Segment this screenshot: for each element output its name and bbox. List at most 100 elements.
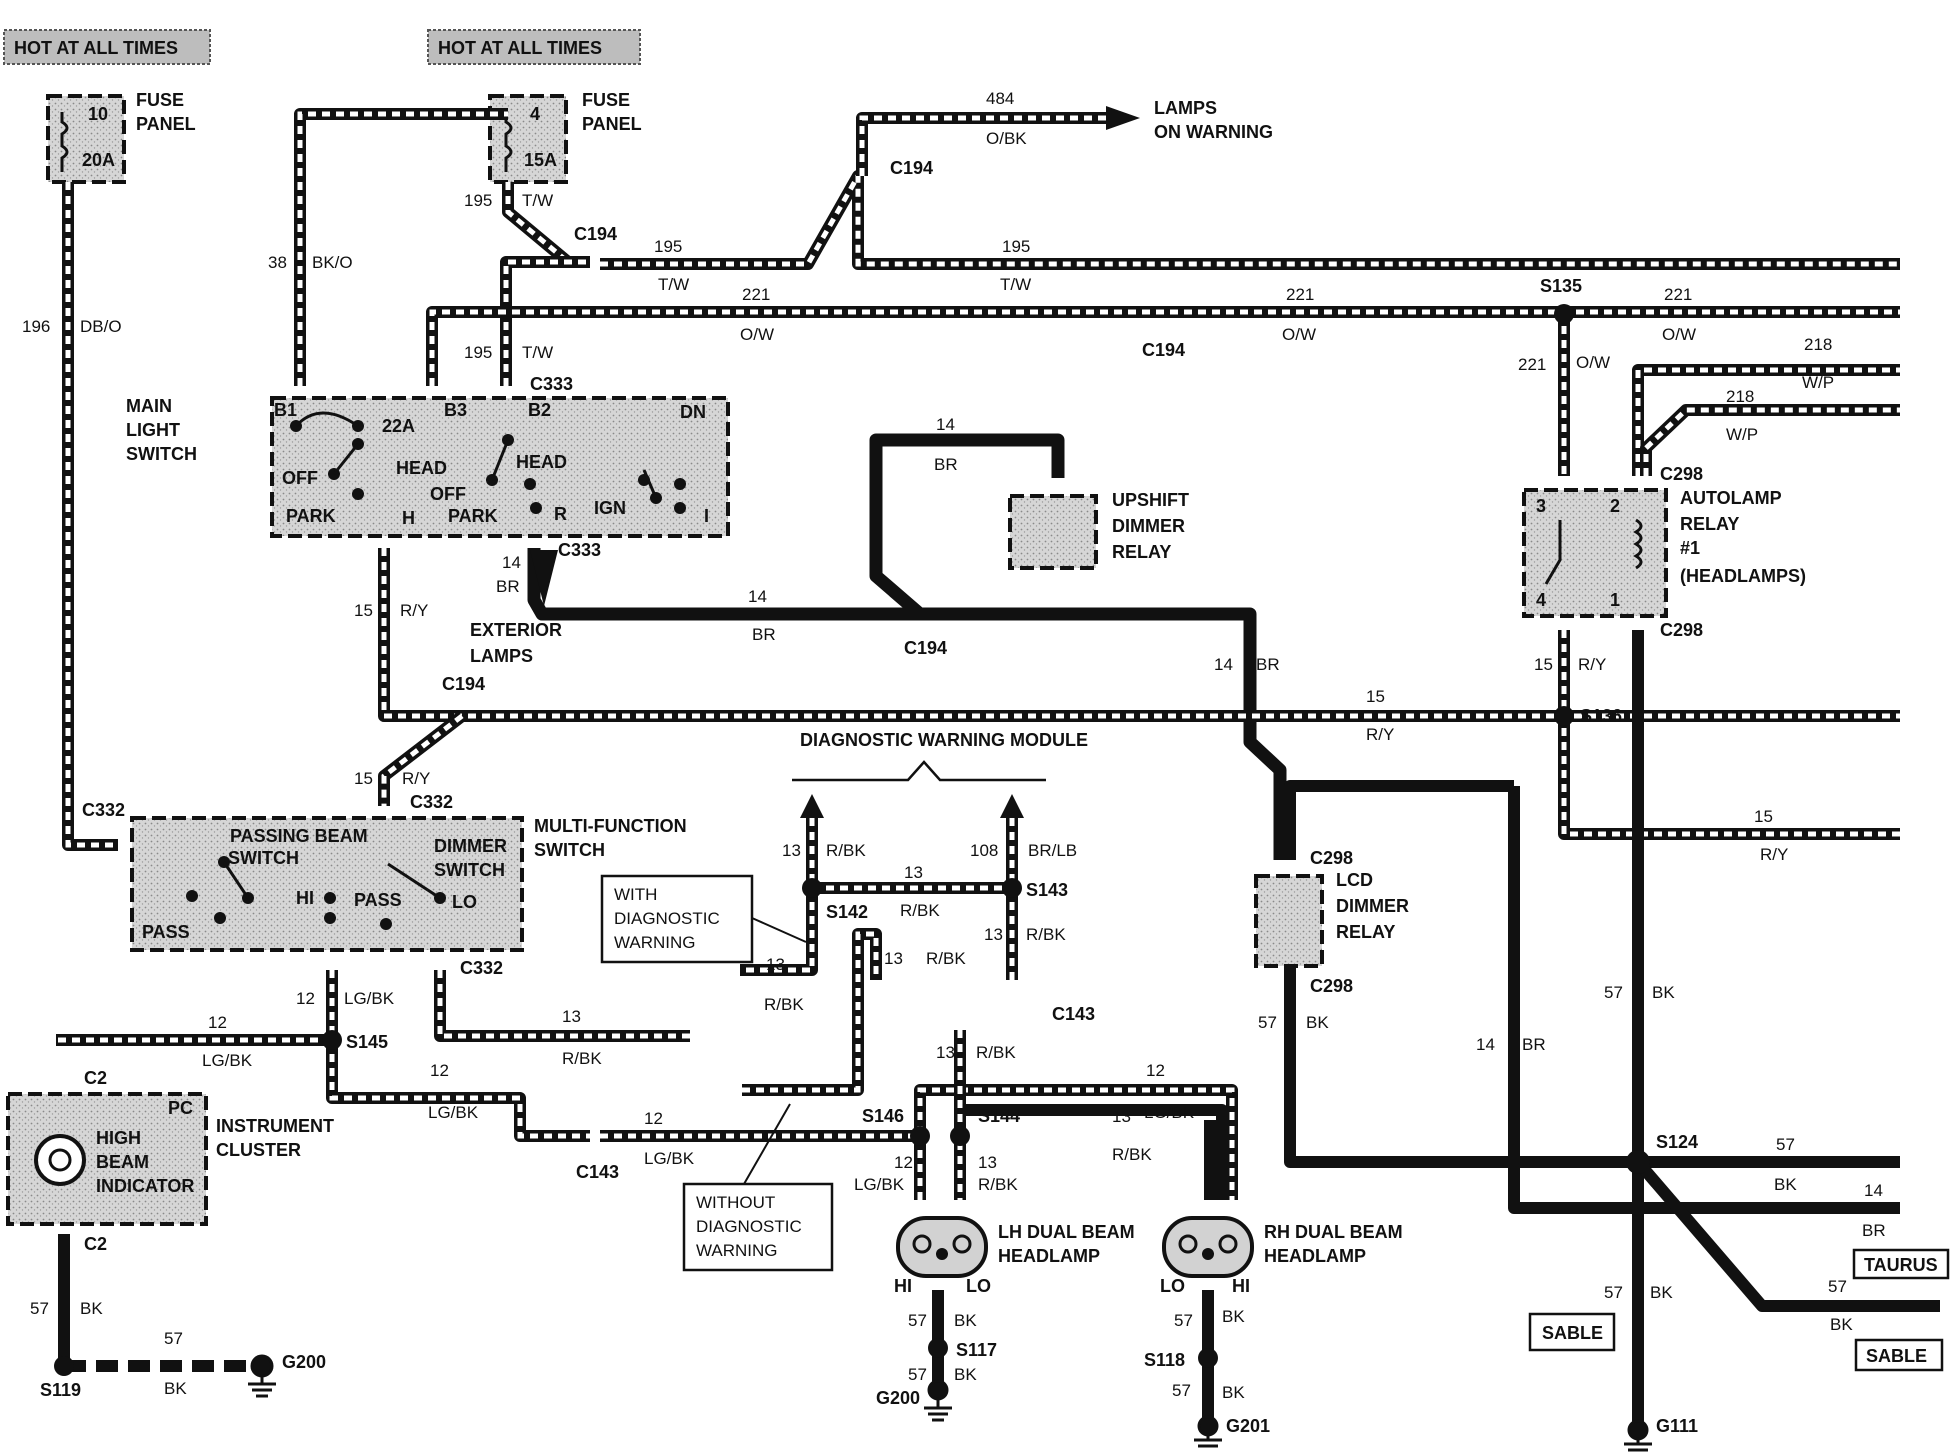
svg-text:12: 12 bbox=[296, 989, 315, 1008]
svg-text:R/BK: R/BK bbox=[1112, 1145, 1152, 1164]
svg-text:57: 57 bbox=[1604, 1283, 1623, 1302]
svg-text:R/BK: R/BK bbox=[826, 841, 866, 860]
svg-text:BK: BK bbox=[1652, 983, 1675, 1002]
svg-text:RELAY: RELAY bbox=[1680, 514, 1739, 534]
arrow-lamps-warning bbox=[1106, 106, 1140, 130]
svg-text:BR: BR bbox=[1256, 655, 1280, 674]
svg-text:S119: S119 bbox=[40, 1380, 81, 1400]
lamps-on-warning-label: LAMPS ON WARNING bbox=[1154, 98, 1273, 142]
svg-text:PC: PC bbox=[168, 1098, 193, 1118]
svg-text:W/P: W/P bbox=[1802, 373, 1834, 392]
lcd-dimmer-relay: LCD DIMMER RELAY bbox=[1254, 870, 1409, 968]
svg-text:C298: C298 bbox=[1660, 620, 1703, 640]
svg-text:2: 2 bbox=[1610, 496, 1620, 516]
svg-text:T/W: T/W bbox=[522, 343, 553, 362]
svg-text:R/BK: R/BK bbox=[900, 901, 940, 920]
svg-text:EXTERIOR: EXTERIOR bbox=[470, 620, 562, 640]
svg-text:PASSING BEAM: PASSING BEAM bbox=[230, 826, 368, 846]
svg-text:13: 13 bbox=[766, 955, 785, 974]
svg-text:C332: C332 bbox=[82, 800, 125, 820]
svg-text:12: 12 bbox=[208, 1013, 227, 1032]
with-diagnostic-warning-note: WITH DIAGNOSTIC WARNING bbox=[600, 874, 807, 964]
svg-text:57: 57 bbox=[30, 1299, 49, 1318]
svg-text:S142: S142 bbox=[826, 902, 868, 922]
svg-text:BR: BR bbox=[496, 577, 520, 596]
svg-text:3: 3 bbox=[1536, 496, 1546, 516]
svg-text:SABLE: SABLE bbox=[1866, 1346, 1927, 1366]
svg-text:DIAGNOSTIC WARNING MODULE: DIAGNOSTIC WARNING MODULE bbox=[800, 730, 1088, 750]
svg-text:LG/BK: LG/BK bbox=[644, 1149, 695, 1168]
lh-headlamp: HI LO LH DUAL BEAM HEADLAMP bbox=[894, 1216, 1135, 1296]
svg-text:O/BK: O/BK bbox=[986, 129, 1027, 148]
svg-text:195: 195 bbox=[654, 237, 682, 256]
svg-text:SWITCH: SWITCH bbox=[228, 848, 299, 868]
svg-text:S136: S136 bbox=[1580, 706, 1622, 726]
svg-text:C332: C332 bbox=[460, 958, 503, 978]
svg-text:R/Y: R/Y bbox=[1578, 655, 1606, 674]
svg-text:C298: C298 bbox=[1310, 848, 1353, 868]
svg-text:BK: BK bbox=[164, 1379, 187, 1398]
svg-text:221: 221 bbox=[1664, 285, 1692, 304]
svg-text:195: 195 bbox=[1002, 237, 1030, 256]
svg-text:C298: C298 bbox=[1310, 976, 1353, 996]
badge-sable-1: SABLE bbox=[1528, 1312, 1616, 1352]
svg-text:20A: 20A bbox=[82, 150, 115, 170]
svg-text:T/W: T/W bbox=[1000, 275, 1031, 294]
svg-text:PASS: PASS bbox=[354, 890, 402, 910]
main-light-switch: MAIN LIGHT SWITCH B1 B3 B2 DN 22A OFF HE… bbox=[126, 396, 730, 538]
multi-function-switch: PASSING BEAM SWITCH DIMMER SWITCH HI PAS… bbox=[130, 816, 687, 952]
svg-text:BR: BR bbox=[1522, 1035, 1546, 1054]
svg-text:14: 14 bbox=[748, 587, 767, 606]
svg-text:B3: B3 bbox=[444, 400, 467, 420]
svg-text:15: 15 bbox=[1754, 807, 1773, 826]
svg-text:RH DUAL BEAM: RH DUAL BEAM bbox=[1264, 1222, 1403, 1242]
svg-text:SWITCH: SWITCH bbox=[126, 444, 197, 464]
instrument-cluster: PC HIGH BEAM INDICATOR INSTRUMENT CLUSTE… bbox=[6, 1092, 334, 1226]
svg-text:221: 221 bbox=[1286, 285, 1314, 304]
svg-text:14: 14 bbox=[1864, 1181, 1883, 1200]
svg-text:13: 13 bbox=[562, 1007, 581, 1026]
svg-text:57: 57 bbox=[1828, 1277, 1847, 1296]
svg-text:G111: G111 bbox=[1656, 1416, 1698, 1436]
svg-text:PASS: PASS bbox=[142, 922, 190, 942]
svg-text:DIMMER: DIMMER bbox=[1112, 516, 1185, 536]
svg-text:G200: G200 bbox=[282, 1352, 326, 1372]
svg-text:57: 57 bbox=[1604, 983, 1623, 1002]
svg-text:RELAY: RELAY bbox=[1336, 922, 1395, 942]
splice-labels: S135 S136 S124 S145 S142 S143 S146 S144 … bbox=[40, 276, 1698, 1400]
svg-text:R/BK: R/BK bbox=[562, 1049, 602, 1068]
svg-text:FUSE: FUSE bbox=[582, 90, 630, 110]
diagnostic-warning-module: DIAGNOSTIC WARNING MODULE bbox=[792, 730, 1088, 782]
svg-text:WITHOUT: WITHOUT bbox=[696, 1193, 775, 1212]
svg-text:C333: C333 bbox=[530, 374, 573, 394]
svg-text:BK: BK bbox=[1830, 1315, 1853, 1334]
svg-text:22A: 22A bbox=[382, 416, 415, 436]
svg-text:14: 14 bbox=[1476, 1035, 1495, 1054]
svg-text:12: 12 bbox=[1146, 1061, 1165, 1080]
svg-text:LG/BK: LG/BK bbox=[1144, 1103, 1195, 1122]
svg-text:13: 13 bbox=[904, 863, 923, 882]
svg-text:LO: LO bbox=[1160, 1276, 1185, 1296]
svg-text:S144: S144 bbox=[978, 1106, 1020, 1126]
svg-text:C194: C194 bbox=[904, 638, 947, 658]
svg-text:S124: S124 bbox=[1656, 1132, 1698, 1152]
svg-text:INDICATOR: INDICATOR bbox=[96, 1176, 194, 1196]
svg-text:LAMPS: LAMPS bbox=[470, 646, 533, 666]
svg-text:HOT AT ALL TIMES: HOT AT ALL TIMES bbox=[14, 38, 178, 58]
svg-text:484: 484 bbox=[986, 89, 1014, 108]
svg-text:DIMMER: DIMMER bbox=[1336, 896, 1409, 916]
svg-text:(HEADLAMPS): (HEADLAMPS) bbox=[1680, 566, 1806, 586]
svg-text:HEADLAMP: HEADLAMP bbox=[1264, 1246, 1366, 1266]
svg-text:C143: C143 bbox=[576, 1162, 619, 1182]
svg-text:13: 13 bbox=[978, 1153, 997, 1172]
svg-text:BK: BK bbox=[1650, 1283, 1673, 1302]
svg-text:BR: BR bbox=[934, 455, 958, 474]
svg-text:G201: G201 bbox=[1226, 1416, 1270, 1436]
svg-text:G200: G200 bbox=[876, 1388, 920, 1408]
svg-text:OFF: OFF bbox=[430, 484, 466, 504]
svg-text:B2: B2 bbox=[528, 400, 551, 420]
svg-text:O/W: O/W bbox=[1576, 353, 1610, 372]
svg-text:R/BK: R/BK bbox=[926, 949, 966, 968]
svg-text:ON WARNING: ON WARNING bbox=[1154, 122, 1273, 142]
svg-text:BR/LB: BR/LB bbox=[1028, 841, 1077, 860]
